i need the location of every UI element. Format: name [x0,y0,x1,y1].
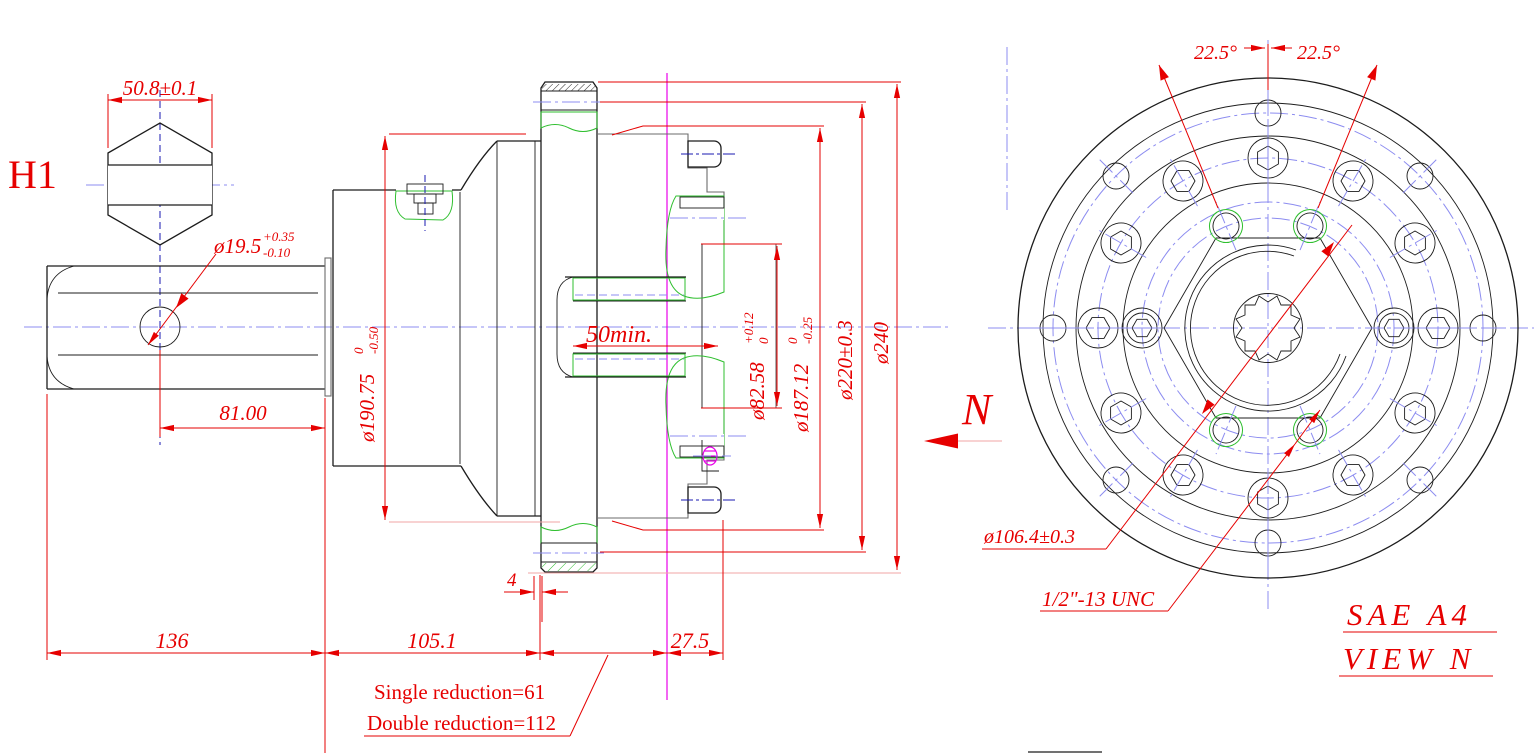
note-double-reduction: Double reduction=112 [367,711,556,735]
dim-outer-dia: ø240 [869,322,893,366]
seal-carrier-lower [665,355,725,459]
magenta-plug [693,440,731,472]
dim-hole-dia: ø19.5 [213,234,261,258]
bleed-plug [394,175,454,231]
dim-pilot-dia-group: ø190.75 0 -0.50 [351,326,381,443]
dim-hole-offset: 81.00 [219,401,267,425]
dim-bolt-circle: ø220±0.3 [833,320,857,401]
dim-pilot-dia: ø190.75 [355,374,379,443]
dim-hex-width: 50.8±0.1 [123,76,198,100]
inner-bolt-circle [1141,201,1395,455]
motor-adapter [597,133,777,519]
adapter-bolt-top [687,140,722,168]
input-spline-bore [556,276,686,378]
dim-spigot-tol-lower: 0 [756,337,771,344]
gearbox-housing [332,140,541,517]
dim-housing-length: 105.1 [407,628,457,653]
dim-spline-depth: 50min. [586,322,652,348]
dim-outer-dia-group: ø240 [869,322,893,366]
dim-motor-pilot-tol-upper: 0 [785,337,800,344]
note-single-reduction: Single reduction=61 [374,680,545,704]
seal-carrier-upper [665,195,725,299]
dim-spigot-tol-upper: +0.12 [741,312,756,344]
view-name-label: VIEW N [1343,641,1475,676]
dim-motor-pilot-tol-lower: -0.25 [800,316,815,344]
view-direction-arrow [924,433,958,449]
end-view-dimensions: 22.5° 22.5° ø106.4±0.3 1/2"-13 UNC N SAE… [924,42,1497,677]
end-view: 22.5° 22.5° ø106.4±0.3 1/2"-13 UNC N SAE… [924,40,1534,677]
mounting-hexagon [1163,237,1373,419]
pilot-arc-inner [1190,250,1341,406]
spline-teeth [1235,295,1301,361]
dim-pilot-tol-upper: 0 [351,347,366,354]
hex-insert-detail [107,122,213,246]
dim-pilot-tol-lower: -0.50 [366,326,381,354]
shaft-cross-hole [139,306,181,348]
ring-gear-flange [533,81,604,573]
spline-outer-circle [1233,293,1303,363]
dim-motor-pilot-dia: ø187.12 [789,363,813,433]
dim-face-offset: 27.5 [671,628,710,653]
dim-spigot-dia: ø82.58 [745,362,769,421]
dim-shaft-length: 136 [156,628,189,653]
note-thread-spec: 1/2"-13 UNC [1042,587,1155,611]
dim-hole-tol-minus: -0.10 [263,245,291,260]
dim-thread-circle: ø106.4±0.3 [983,526,1075,548]
dim-motor-pilot-group: ø187.12 0 -0.25 [785,316,815,433]
view-direction-label: N [961,385,994,434]
section-dimensions: 50.8±0.1 H1 ø19.5 +0.35 -0.10 81.00 ø190… [8,76,901,753]
view-direction-marker: N [924,385,1002,449]
standard-label: SAE A4 [1347,597,1472,632]
dim-angle-right: 22.5° [1297,42,1340,64]
dim-flange-gap: 4 [507,570,517,591]
thrust-washer [324,257,332,397]
dim-angle-left: 22.5° [1194,42,1237,64]
pilot-arc-outer [1184,244,1347,412]
section-view: 50.8±0.1 H1 ø19.5 +0.35 -0.10 81.00 ø190… [8,73,952,753]
adapter-bolt-bottom [687,486,722,514]
detail-label: H1 [8,152,57,197]
output-shaft [46,257,332,397]
dim-spigot-dia-group: ø82.58 +0.12 0 [741,312,771,421]
dim-hole-tol-plus: +0.35 [263,229,295,244]
dim-bolt-circle-group: ø220±0.3 [833,320,857,401]
